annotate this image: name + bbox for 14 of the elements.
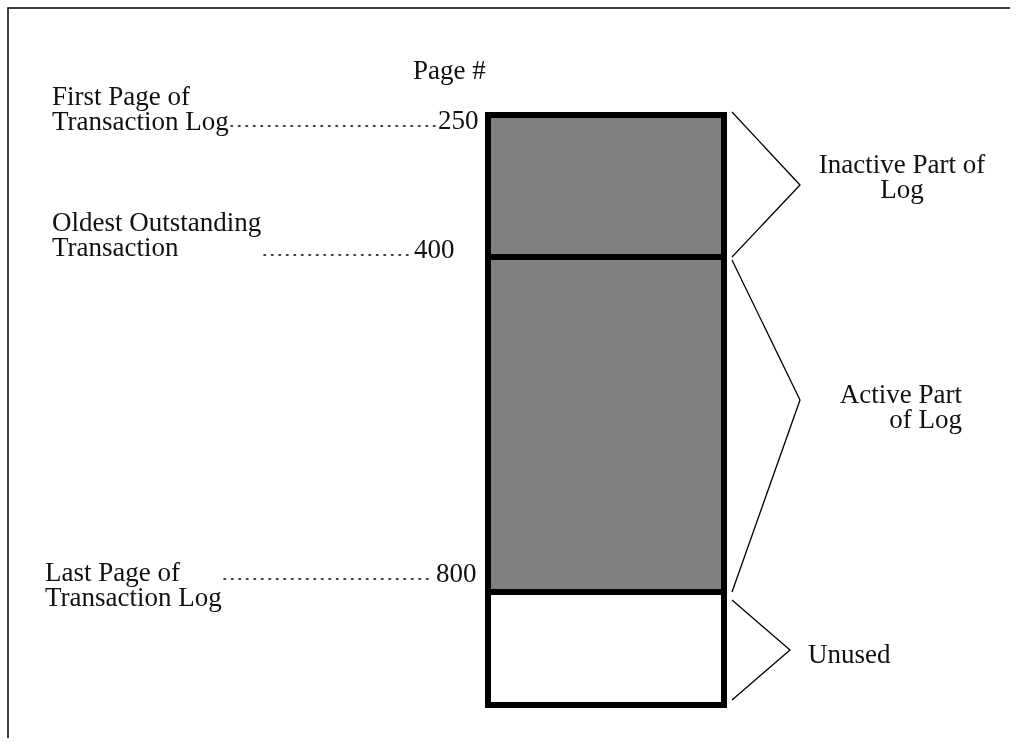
bracket-label: Unused (808, 642, 891, 667)
column-segment (485, 595, 727, 708)
page-number: 400 (414, 237, 455, 262)
column-segment (485, 260, 727, 595)
bracket-label: Inactive Part of Log (817, 152, 987, 202)
bracket-label: Active Part of Log (838, 382, 962, 432)
log-position-label: Last Page of Transaction Log (45, 560, 223, 610)
page-number: 800 (436, 561, 477, 586)
log-position-label: First Page of Transaction Log (52, 84, 230, 134)
page-number: 250 (438, 108, 479, 133)
column-segment (485, 112, 727, 260)
leader-line (230, 125, 437, 127)
log-position-label: Oldest Outstanding Transaction (52, 210, 263, 260)
column-heading: Page # (413, 58, 486, 83)
